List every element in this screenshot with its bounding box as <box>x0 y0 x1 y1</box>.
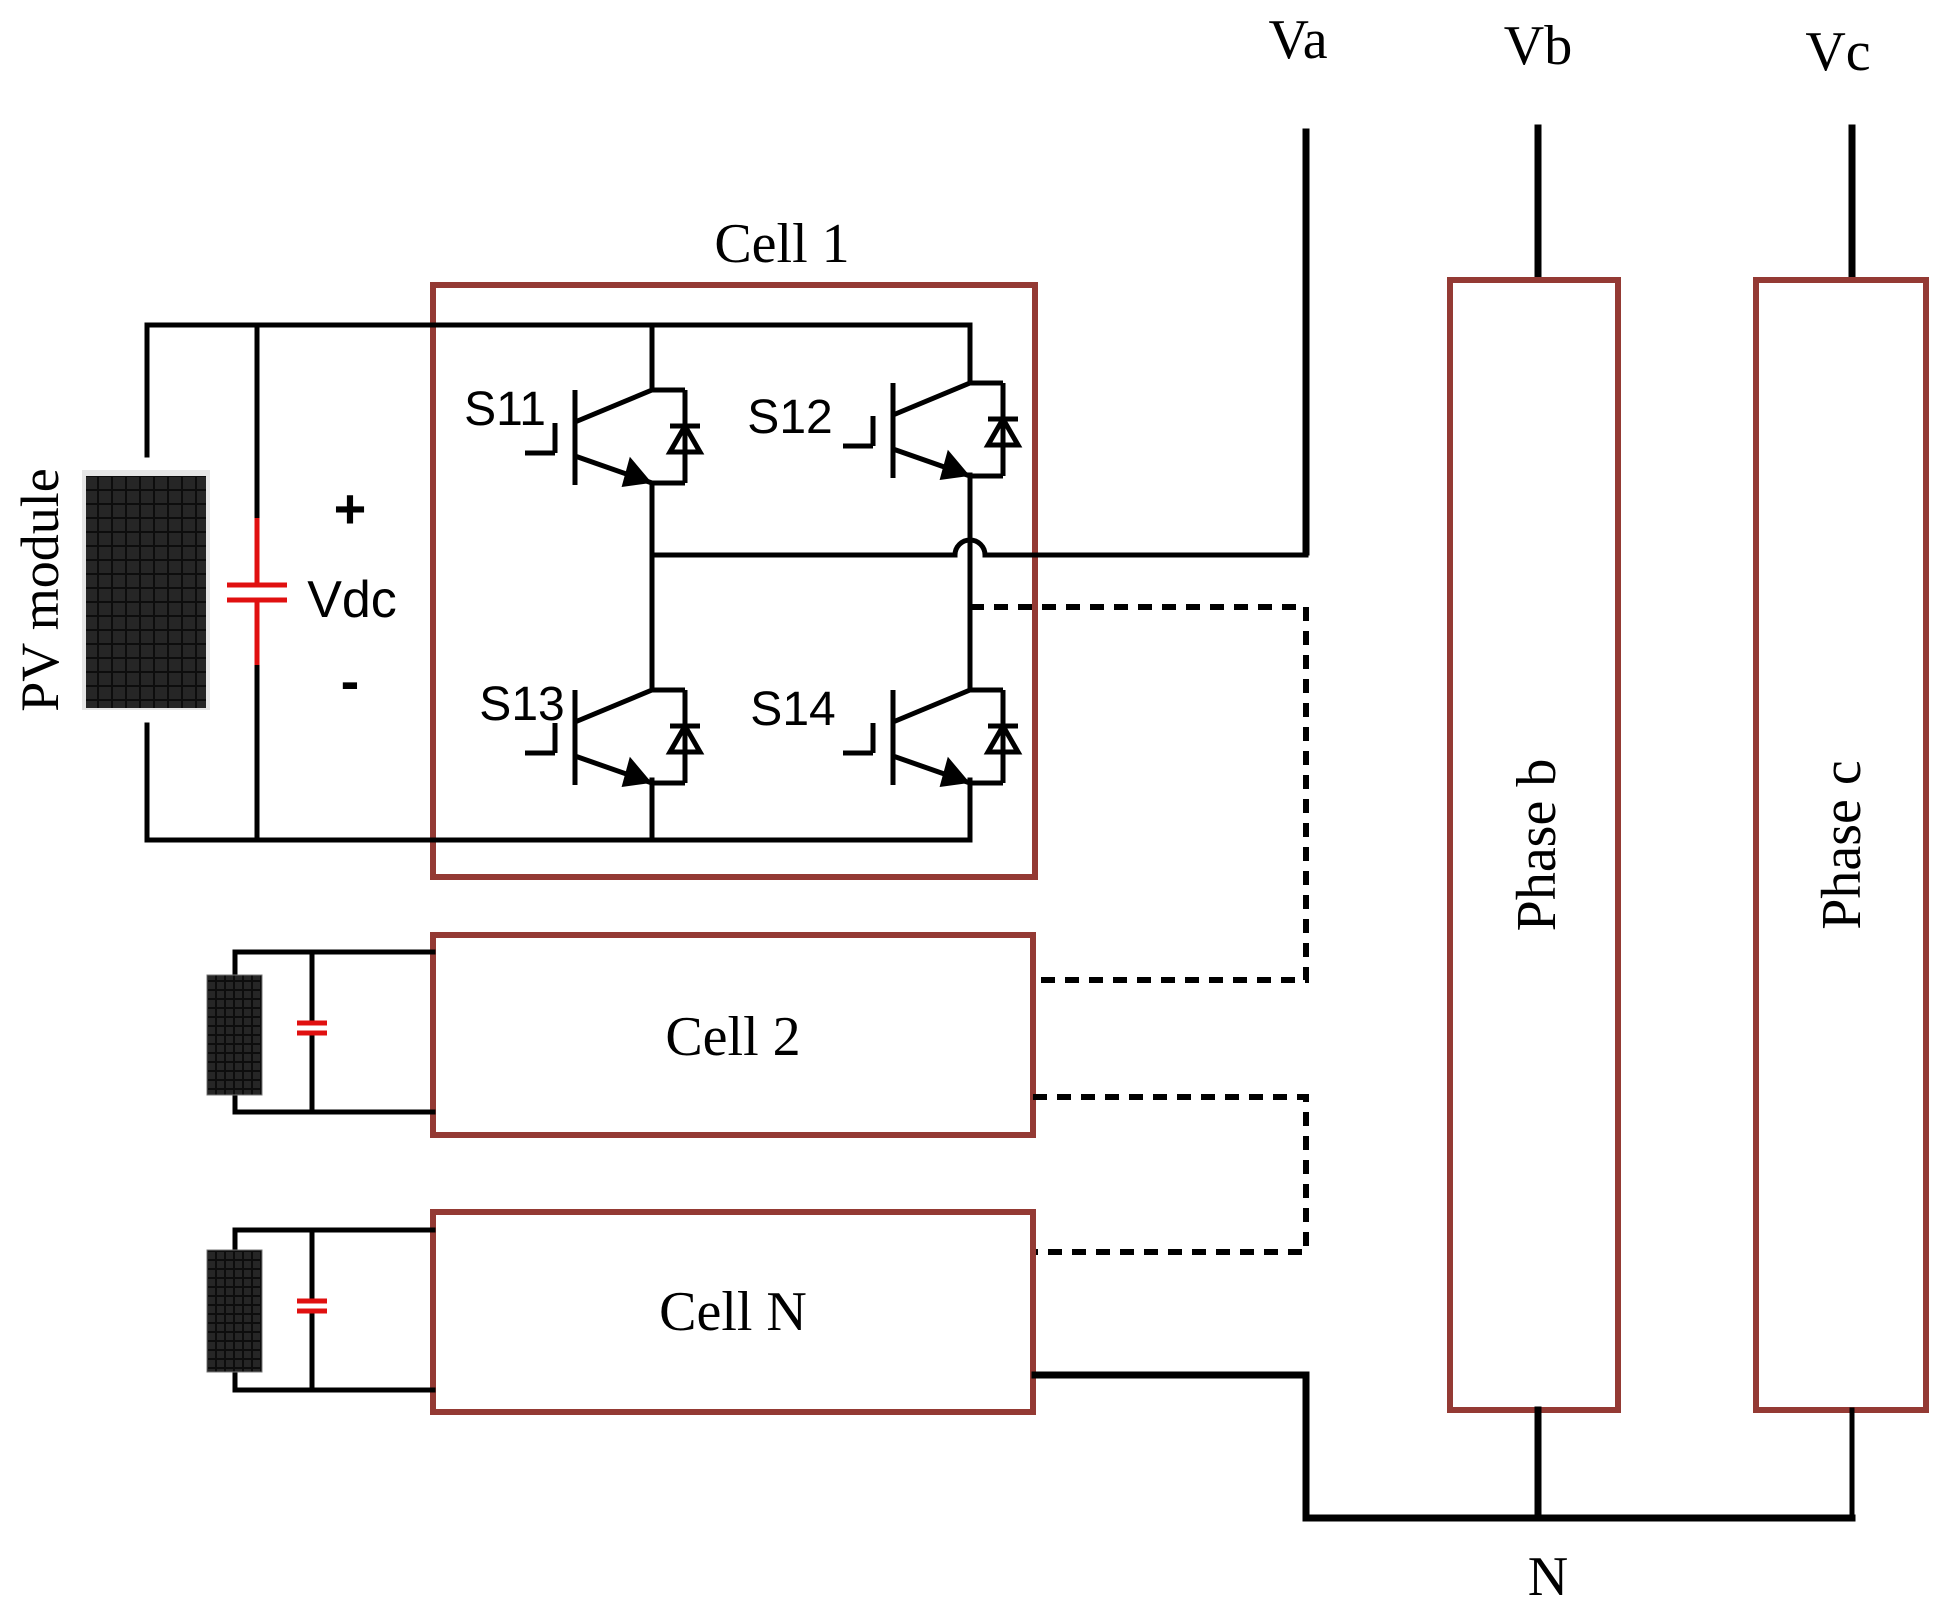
neutral-label: N <box>1528 1546 1568 1608</box>
va-label: Va <box>1268 9 1327 71</box>
phase-b-label: Phase b <box>1506 759 1568 932</box>
cell1-box <box>430 282 1038 880</box>
celln-pv-icon <box>206 1227 436 1393</box>
va-connection-wire <box>649 537 1309 558</box>
cell1-to-cell2-link <box>970 604 1309 983</box>
s13-label: S13 <box>479 678 564 731</box>
switch-s12-icon <box>843 380 1023 480</box>
vc-label: Vc <box>1805 21 1870 83</box>
switch-s14-icon <box>843 687 1023 787</box>
s11-label: S11 <box>464 383 546 436</box>
pv-panel-icon <box>82 470 210 710</box>
vdc-label: Vdc <box>307 571 397 629</box>
s14-label: S14 <box>750 683 835 736</box>
phase-c-label: Phase c <box>1811 760 1873 930</box>
cell2-box <box>430 932 1036 1138</box>
s12-label: S12 <box>747 391 832 444</box>
switch-s13-icon <box>525 687 705 787</box>
phase-b-box <box>1447 277 1621 1413</box>
phase-c-box <box>1753 277 1929 1413</box>
vb-label: Vb <box>1504 15 1572 77</box>
celln-box <box>430 1209 1036 1415</box>
cell2-title: Cell 2 <box>665 1006 800 1068</box>
vdc-minus-sign: - <box>341 649 360 712</box>
neutral-bus <box>1031 1371 1856 1522</box>
cell2-to-celln-link <box>1033 1094 1309 1255</box>
cell2-pv-icon <box>206 949 436 1115</box>
switch-s11-icon <box>525 387 705 487</box>
dc-capacitor-icon <box>227 518 287 665</box>
pv-module-label: PV module <box>10 468 70 712</box>
cell1-title: Cell 1 <box>714 213 849 275</box>
vdc-plus-sign: + <box>334 477 367 540</box>
celln-title: Cell N <box>659 1281 807 1343</box>
